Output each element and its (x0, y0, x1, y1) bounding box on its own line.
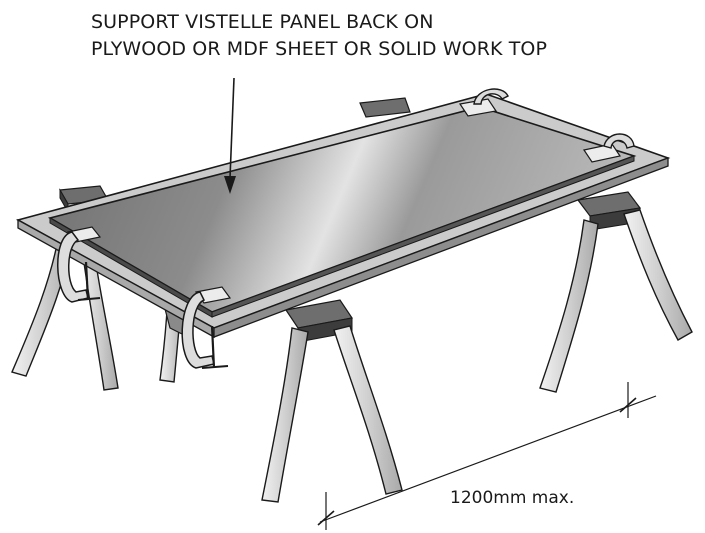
instruction-callout: SUPPORT VISTELLE PANEL BACK ON PLYWOOD O… (91, 9, 691, 63)
clamp-handle (201, 365, 229, 369)
clamp-back-left (458, 88, 509, 117)
dimension-line: 1200mm max. (317, 382, 657, 530)
vistelle-panel (47, 106, 637, 318)
dimension-tick-left (317, 510, 335, 526)
dimension-main-line (319, 395, 657, 523)
callout-line-1: SUPPORT VISTELLE PANEL BACK ON (91, 11, 434, 33)
clamp-body (603, 133, 635, 149)
clamp-handle (77, 297, 101, 301)
right-leg-left (539, 219, 599, 393)
right-leg-right (623, 209, 693, 341)
dimension-tick-right (619, 397, 637, 413)
clamp-front-middle (181, 286, 232, 369)
clamp-body (473, 88, 509, 105)
front-trestle (261, 299, 403, 503)
clamp-screw (210, 325, 216, 369)
clamp-screw (84, 261, 90, 301)
front-leg-right (333, 325, 403, 495)
dimension-label: 1200mm max. (450, 488, 574, 508)
callout-line-2: PLYWOOD OR MDF SHEET OR SOLID WORK TOP (91, 38, 548, 60)
right-trestle (539, 191, 693, 393)
front-leg-left (261, 327, 309, 503)
sheet-right-edge (213, 157, 669, 338)
callout-arrow-shaft (229, 77, 235, 179)
callout-arrow-head (224, 176, 236, 194)
panel-right-edge (211, 155, 635, 318)
clamp-front-left (57, 226, 102, 303)
back-left-block-top (359, 97, 411, 118)
clamp-back-right (583, 133, 635, 163)
callout-arrow (224, 77, 236, 194)
